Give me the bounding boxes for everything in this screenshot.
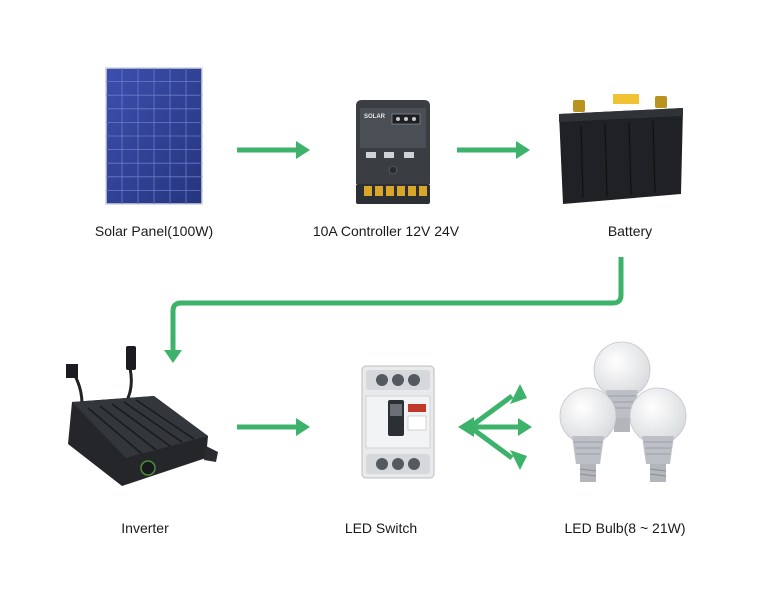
led-bulb-right [629, 387, 687, 482]
solar-panel-icon [105, 67, 203, 205]
battery-label: Battery [607, 223, 653, 239]
switch-label: LED Switch [344, 520, 418, 536]
charge-controller-icon: SOLAR [356, 100, 430, 204]
arrow-battery-to-inverter [170, 257, 624, 350]
inverter-icon [66, 346, 218, 486]
battery-icon [559, 94, 683, 204]
breaker-switch-icon [361, 365, 435, 479]
led-bulb-back [593, 341, 651, 432]
inverter-label: Inverter [121, 520, 169, 536]
arrow-switch-to-bulbs-upper [468, 393, 514, 430]
bulbs-label: LED Bulb(8 ~ 21W) [564, 520, 686, 536]
controller-device-text: SOLAR [364, 114, 386, 120]
controller-label: 10A Controller 12V 24V [312, 223, 460, 239]
led-bulb-icon [559, 341, 687, 482]
solar-panel-label: Solar Panel(100W) [94, 223, 214, 239]
led-bulb-left [559, 387, 617, 482]
arrow-switch-to-bulbs-lower [468, 424, 514, 461]
